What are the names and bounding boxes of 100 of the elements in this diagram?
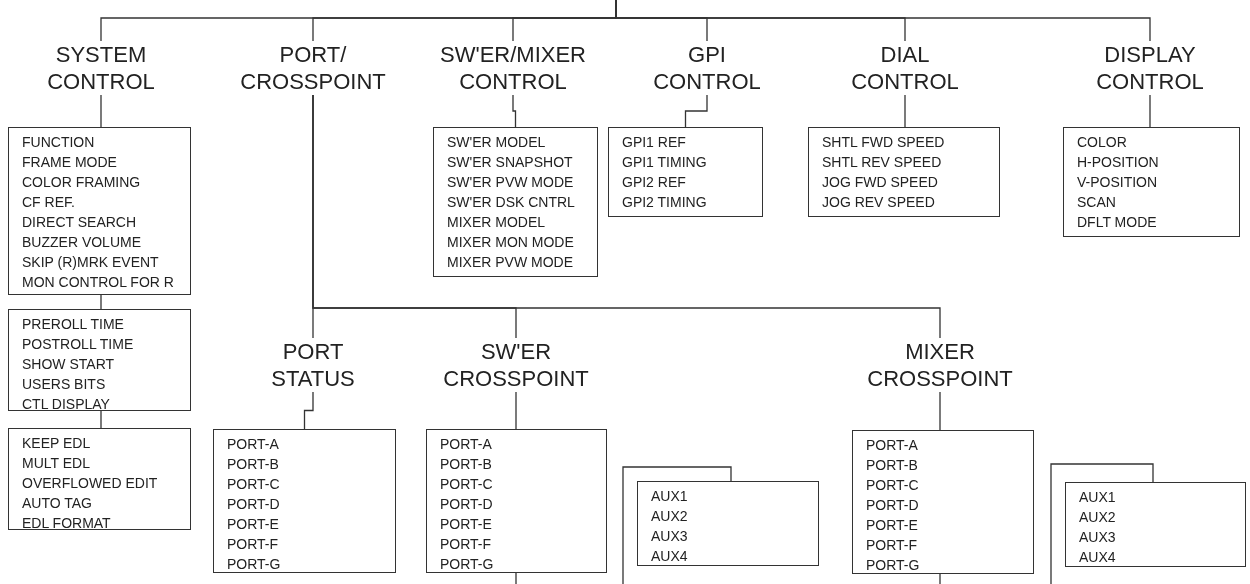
menu-item: COLOR: [1077, 133, 1127, 152]
connector-line: [904, 94, 906, 128]
section-heading: PORT STATUS: [263, 338, 363, 392]
connector-line: [615, 0, 1151, 42]
menu-item: GPI1 TIMING: [622, 153, 707, 172]
menu-item: PORT-B: [866, 456, 918, 475]
connector-line: [1149, 94, 1151, 128]
menu-list-box: [1063, 127, 1240, 237]
menu-item: PORT-C: [440, 475, 493, 494]
section-heading: DIAL CONTROL: [845, 41, 965, 95]
menu-list-box: [213, 429, 396, 573]
menu-item: DFLT MODE: [1077, 213, 1157, 232]
menu-item: FUNCTION: [22, 133, 95, 152]
menu-item: SW'ER PVW MODE: [447, 173, 574, 192]
menu-item: AUX3: [651, 527, 688, 546]
section-heading: PORT/ CROSSPOINT: [233, 41, 393, 95]
menu-item: COLOR FRAMING: [22, 173, 141, 192]
menu-item: OVERFLOWED EDIT: [22, 474, 158, 493]
menu-item: AUX2: [651, 507, 688, 526]
menu-item: PORT-A: [866, 436, 918, 455]
menu-item: PREROLL TIME: [22, 315, 124, 334]
connector-line: [512, 94, 517, 128]
section-heading: MIXER CROSSPOINT: [860, 338, 1020, 392]
menu-item: PORT-F: [227, 535, 279, 554]
menu-item: POSTROLL TIME: [22, 335, 134, 354]
menu-list-box: [808, 127, 1000, 217]
menu-item: SHOW START: [22, 355, 115, 374]
connector-line: [303, 391, 314, 430]
menu-item: JOG FWD SPEED: [822, 173, 938, 192]
menu-item: PORT-B: [227, 455, 279, 474]
connector-line: [100, 294, 102, 310]
section-heading: SW'ER/MIXER CONTROL: [432, 41, 594, 95]
connector-line: [515, 391, 517, 430]
menu-item: KEEP EDL: [22, 434, 91, 453]
section-heading: GPI CONTROL: [647, 41, 767, 95]
connector-line: [939, 573, 941, 584]
menu-item: MON CONTROL FOR R: [22, 273, 174, 292]
menu-item: PORT-E: [866, 516, 918, 535]
menu-item: MIXER MODEL: [447, 213, 545, 232]
menu-item: AUX1: [651, 487, 688, 506]
menu-item: PORT-D: [440, 495, 493, 514]
menu-item: SW'ER SNAPSHOT: [447, 153, 573, 172]
menu-item: V-POSITION: [1077, 173, 1158, 192]
menu-list-box: [433, 127, 598, 277]
menu-item: DIRECT SEARCH: [22, 213, 137, 232]
menu-item: PORT-G: [866, 556, 920, 575]
menu-item: PORT-F: [866, 536, 918, 555]
connector-line: [100, 410, 102, 429]
menu-item: AUX4: [1079, 548, 1116, 567]
connector-line: [312, 94, 941, 339]
connector-line: [622, 466, 732, 584]
menu-item: GPI2 REF: [622, 173, 686, 192]
menu-item: BUZZER VOLUME: [22, 233, 141, 252]
menu-item: SHTL FWD SPEED: [822, 133, 945, 152]
menu-item: PORT-D: [866, 496, 919, 515]
menu-item: MIXER PVW MODE: [447, 253, 573, 272]
menu-list-box: [1065, 482, 1246, 567]
menu-item: PORT-B: [440, 455, 492, 474]
menu-list-box: [8, 428, 191, 530]
menu-item: PORT-C: [227, 475, 280, 494]
menu-item: CTL DISPLAY: [22, 395, 110, 414]
menu-item: SW'ER MODEL: [447, 133, 546, 152]
menu-list-box: [637, 481, 819, 566]
connector-line: [100, 94, 102, 128]
menu-item: AUX2: [1079, 508, 1116, 527]
section-heading: SW'ER CROSSPOINT: [436, 338, 596, 392]
menu-item: SKIP (R)MRK EVENT: [22, 253, 159, 272]
menu-item: CF REF.: [22, 193, 75, 212]
menu-item: PORT-A: [227, 435, 279, 454]
menu-item: PORT-A: [440, 435, 492, 454]
connector-line: [1050, 463, 1154, 584]
menu-item: PORT-G: [440, 555, 494, 574]
menu-item: SHTL REV SPEED: [822, 153, 942, 172]
menu-item: GPI2 TIMING: [622, 193, 707, 212]
menu-item: SW'ER DSK CNTRL: [447, 193, 575, 212]
menu-list-box: [8, 309, 191, 411]
menu-item: H-POSITION: [1077, 153, 1159, 172]
menu-item: PORT-D: [227, 495, 280, 514]
menu-item: AUX1: [1079, 488, 1116, 507]
menu-item: SCAN: [1077, 193, 1116, 212]
section-heading: SYSTEM CONTROL: [41, 41, 161, 95]
menu-item: USERS BITS: [22, 375, 106, 394]
menu-item: AUX4: [651, 547, 688, 566]
menu-item: FRAME MODE: [22, 153, 117, 172]
menu-list-box: [852, 430, 1034, 574]
connector-line: [939, 391, 941, 431]
menu-list-box: [8, 127, 191, 295]
menu-list-box: [426, 429, 607, 573]
menu-item: MIXER MON MODE: [447, 233, 574, 252]
menu-item: AUTO TAG: [22, 494, 92, 513]
menu-item: PORT-C: [866, 476, 919, 495]
menu-item: PORT-G: [227, 555, 281, 574]
section-heading: DISPLAY CONTROL: [1090, 41, 1210, 95]
menu-item: GPI1 REF: [622, 133, 686, 152]
menu-item: PORT-E: [227, 515, 279, 534]
connector-line: [684, 94, 708, 128]
menu-item: AUX3: [1079, 528, 1116, 547]
menu-item: PORT-E: [440, 515, 492, 534]
menu-item: PORT-F: [440, 535, 492, 554]
menu-item: JOG REV SPEED: [822, 193, 935, 212]
